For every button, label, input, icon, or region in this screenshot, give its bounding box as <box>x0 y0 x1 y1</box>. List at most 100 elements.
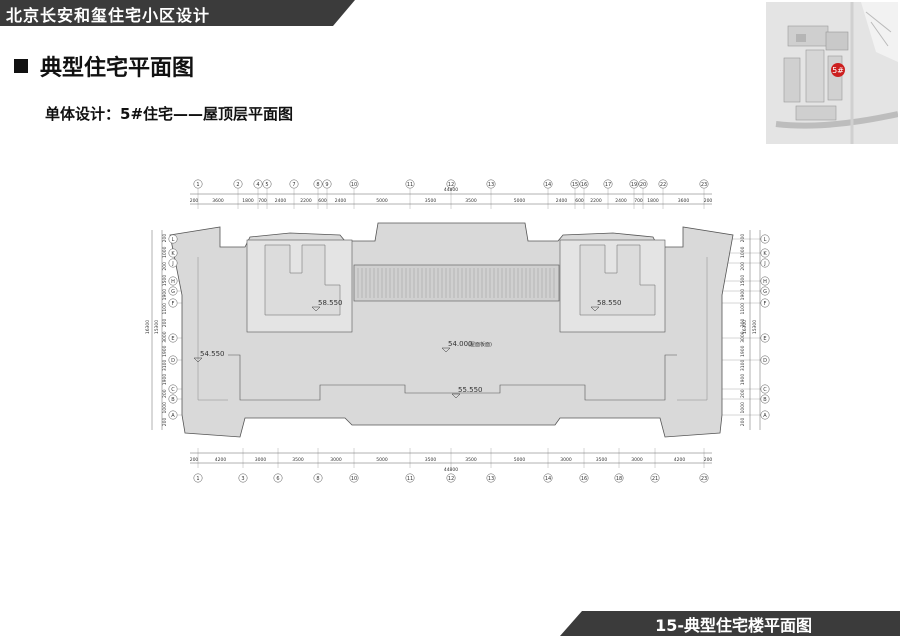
dimension-top: 2200 <box>300 198 312 204</box>
axis-bubble-left-label: D <box>171 358 175 364</box>
overall-depth-left-inner: 15300 <box>154 320 160 334</box>
axis-bubble-left <box>168 258 178 268</box>
axis-bubble-top-label: 22 <box>660 182 666 188</box>
axis-bubble-top <box>603 179 613 189</box>
axis-bubble-right <box>760 298 770 308</box>
dimension-top: 2400 <box>556 198 568 204</box>
dimension-top: 2400 <box>335 198 347 204</box>
axis-bubble-left-label: C <box>171 387 175 393</box>
dimension-bottom: 3500 <box>425 457 437 463</box>
axis-bubble-top <box>579 179 589 189</box>
dimension-left: 1900 <box>162 289 168 301</box>
drawing-subtitle: 单体设计：5#住宅——屋顶层平面图 <box>45 105 294 123</box>
dimension-right: 200 <box>740 318 746 327</box>
axis-bubble-right <box>760 258 770 268</box>
axis-bubble-top-label: 4 <box>256 182 259 188</box>
axis-bubble-right-label: J <box>763 261 765 267</box>
axis-bubble-top-label: 13 <box>488 182 494 188</box>
axis-bubble-top <box>543 179 553 189</box>
axis-bubble-bottom-label: 11 <box>407 476 413 482</box>
dimension-left: 1000 <box>162 402 168 414</box>
axis-bubble-right <box>760 410 770 420</box>
axis-bubble-bottom <box>349 473 359 483</box>
dimension-right: 1900 <box>740 374 746 386</box>
axis-bubble-right <box>760 276 770 286</box>
axis-bubble-right-label: K <box>763 251 767 257</box>
elev-roof-main-note: (屋面板面) <box>468 341 492 348</box>
axis-bubble-bottom <box>699 473 709 483</box>
axis-bubble-top <box>322 179 332 189</box>
axis-bubble-top-label: 7 <box>292 182 295 188</box>
axis-bubble-top-label: 8 <box>316 182 319 188</box>
section-title-text: 典型住宅平面图 <box>40 56 195 81</box>
dimension-right: 3000 <box>740 331 746 343</box>
axis-bubble-top <box>405 179 415 189</box>
axis-bubble-top <box>193 179 203 189</box>
dimension-right: 1000 <box>740 402 746 414</box>
dimension-top: 2400 <box>275 198 287 204</box>
axis-bubble-top-label: 1 <box>196 182 199 188</box>
axis-bubble-top-label: 10 <box>351 182 357 188</box>
axis-bubble-right-label: D <box>763 358 767 364</box>
dimension-right: 200 <box>740 389 746 398</box>
axis-bubble-left <box>168 286 178 296</box>
axis-bubble-top <box>486 179 496 189</box>
site-map-image: 5# <box>766 2 898 144</box>
elev-roof-lower: 55.550 <box>458 386 483 394</box>
dimension-bottom: 4200 <box>215 457 227 463</box>
dimension-right: 1500 <box>740 275 746 287</box>
axis-bubble-top <box>349 179 359 189</box>
dimension-bottom: 200 <box>704 457 713 463</box>
axis-bubble-top <box>570 179 580 189</box>
axis-bubble-top-label: 5 <box>265 182 268 188</box>
dimension-top: 600 <box>575 198 584 204</box>
dimension-bottom: 5000 <box>376 457 388 463</box>
axis-bubble-left <box>168 298 178 308</box>
axis-bubble-right-label: C <box>763 387 767 393</box>
axis-bubble-bottom <box>273 473 283 483</box>
axis-bubble-top-label: 14 <box>545 182 551 188</box>
axis-bubble-left <box>168 248 178 258</box>
axis-bubble-top <box>289 179 299 189</box>
axis-bubble-top <box>262 179 272 189</box>
axis-bubble-right <box>760 394 770 404</box>
axis-bubble-left <box>168 394 178 404</box>
axis-bubble-top-label: 11 <box>407 182 413 188</box>
axis-bubble-bottom <box>579 473 589 483</box>
axis-bubble-left-label: L <box>172 237 175 243</box>
dimension-bottom: 3500 <box>465 457 477 463</box>
site-key-plan: 5# <box>766 2 898 144</box>
axis-bubble-top-label: 12 <box>448 182 454 188</box>
axis-bubble-bottom <box>486 473 496 483</box>
dimension-bottom: 3000 <box>255 457 267 463</box>
axis-bubble-top <box>638 179 648 189</box>
axis-bubble-left-label: H <box>171 279 175 285</box>
dimension-right: 200 <box>740 234 746 243</box>
axis-bubble-right <box>760 333 770 343</box>
axis-bubble-right-label: E <box>763 336 766 342</box>
axis-bubble-top <box>233 179 243 189</box>
building-5-marker <box>831 63 845 77</box>
axis-bubble-left <box>168 355 178 365</box>
dimension-top: 200 <box>704 198 713 204</box>
axis-bubble-right <box>760 355 770 365</box>
footer-banner-shape <box>560 611 900 636</box>
axis-bubble-left-label: A <box>171 413 175 419</box>
dimension-left: 1100 <box>162 303 168 315</box>
axis-bubble-bottom-label: 14 <box>545 476 551 482</box>
dimension-right: 1000 <box>740 246 746 258</box>
axis-bubble-top-label: 23 <box>701 182 707 188</box>
axis-bubble-bottom-label: 13 <box>488 476 494 482</box>
dimension-right: 200 <box>740 262 746 271</box>
axis-bubble-bottom <box>614 473 624 483</box>
axis-bubble-bottom-label: 23 <box>701 476 707 482</box>
axis-bubble-bottom <box>405 473 415 483</box>
dimension-left: 1000 <box>162 246 168 258</box>
axis-bubble-left-label: F <box>172 301 175 307</box>
overall-width-bottom: 44800 <box>444 467 458 473</box>
elev-left-tower: 58.550 <box>318 299 343 307</box>
dimension-top: 700 <box>634 198 643 204</box>
axis-bubble-right-label: H <box>763 279 767 285</box>
elev-roof-left: 54.550 <box>200 350 225 358</box>
dimension-left: 1900 <box>162 374 168 386</box>
